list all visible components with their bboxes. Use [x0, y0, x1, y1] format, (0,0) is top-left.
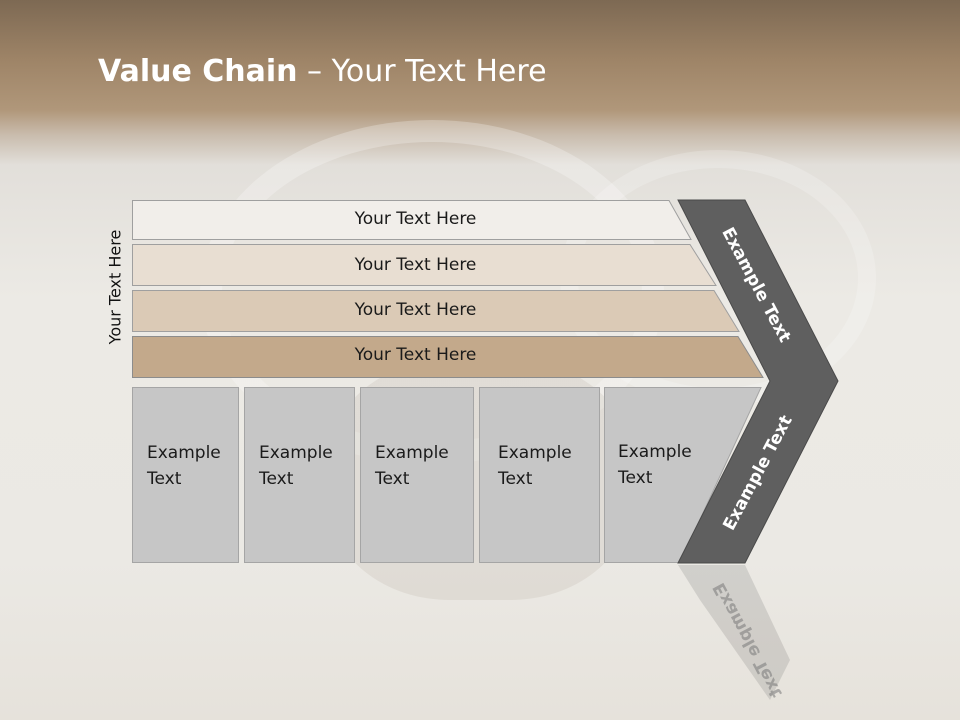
bar-3-label: Your Text Here	[354, 300, 477, 320]
title-rest: – Your Text Here	[297, 54, 547, 89]
bar-1: Your Text Here	[132, 200, 692, 240]
title-bold: Value Chain	[98, 54, 298, 89]
bar-2-label: Your Text Here	[354, 255, 477, 275]
bar-4: Your Text Here	[132, 336, 764, 378]
bar-1-label: Your Text Here	[354, 209, 477, 229]
bar-4-label: Your Text Here	[354, 345, 477, 365]
bar-3: Your Text Here	[132, 290, 740, 332]
slide-title: Value Chain – Your Text Here	[98, 54, 547, 89]
bar-2: Your Text Here	[132, 244, 717, 286]
